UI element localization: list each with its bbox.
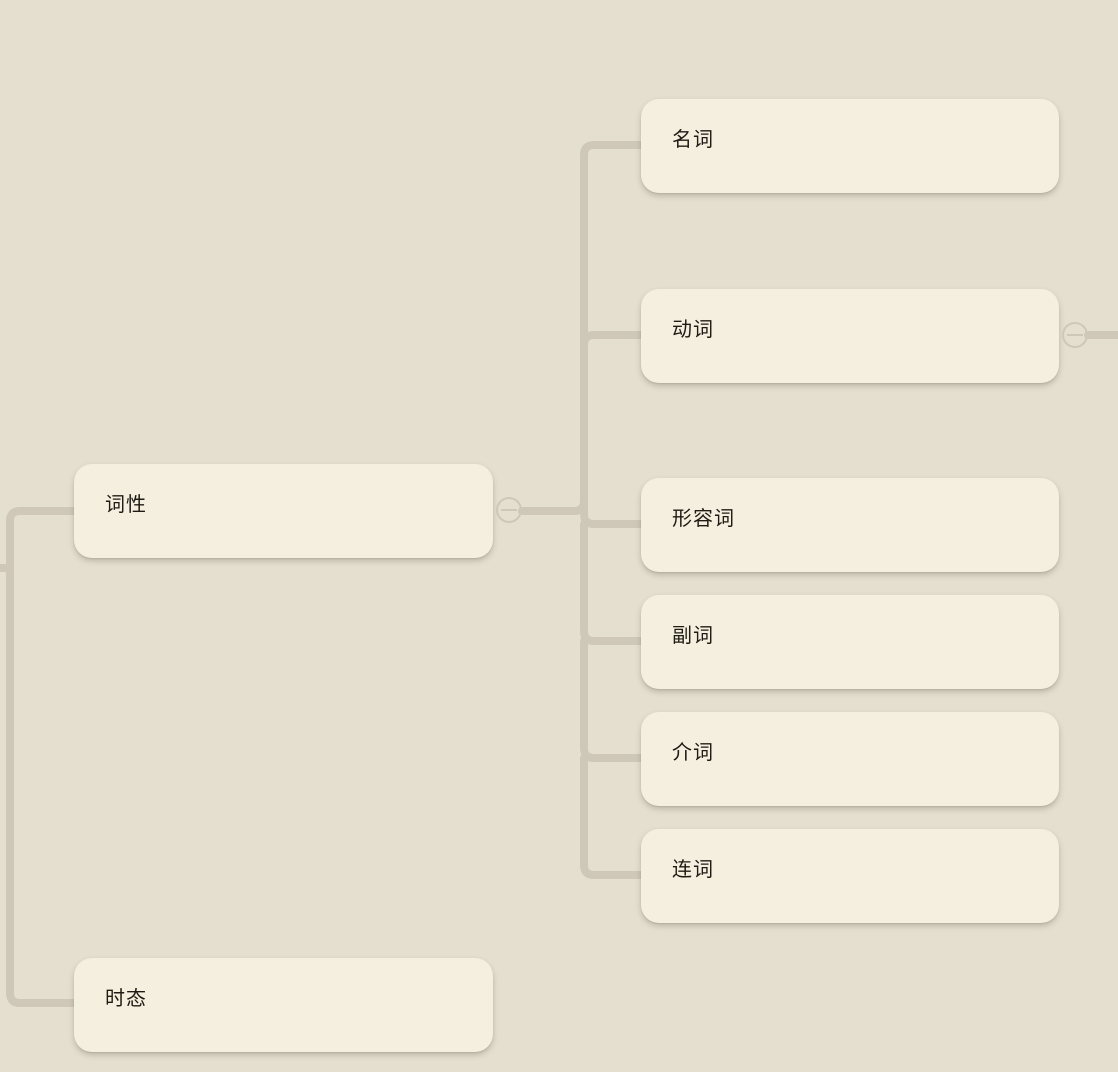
- node-xingrongci[interactable]: 形容词: [641, 478, 1059, 572]
- node-label: 名词: [672, 127, 714, 151]
- node-label: 介词: [672, 740, 714, 764]
- connector-to-cixing: [6, 507, 78, 572]
- connector-to-fuci: [580, 520, 645, 645]
- node-label: 时态: [105, 986, 147, 1010]
- collapse-toggle-cixing[interactable]: [496, 497, 522, 523]
- node-label: 动词: [672, 317, 714, 341]
- connector-to-shitai: [6, 564, 78, 1007]
- node-dongci[interactable]: 动词: [641, 289, 1059, 383]
- node-label: 连词: [672, 857, 714, 881]
- node-mingci[interactable]: 名词: [641, 99, 1059, 193]
- connector-to-lianci: [580, 754, 645, 879]
- node-jieci[interactable]: 介词: [641, 712, 1059, 806]
- node-cixing[interactable]: 词性: [74, 464, 493, 558]
- connector-to-xingrongci: [580, 507, 645, 528]
- node-lianci[interactable]: 连词: [641, 829, 1059, 923]
- connector-to-jieci: [580, 637, 645, 762]
- node-fuci[interactable]: 副词: [641, 595, 1059, 689]
- node-shitai[interactable]: 时态: [74, 958, 493, 1052]
- node-label: 形容词: [672, 506, 735, 530]
- connector-to-dongci: [580, 331, 645, 349]
- collapse-toggle-dongci[interactable]: [1062, 322, 1088, 348]
- connector-root-trunk: [0, 564, 14, 578]
- connector-to-mingci: [580, 141, 645, 515]
- connector-cixing-out: [518, 497, 588, 515]
- node-label: 副词: [672, 623, 714, 647]
- node-label: 词性: [105, 492, 147, 516]
